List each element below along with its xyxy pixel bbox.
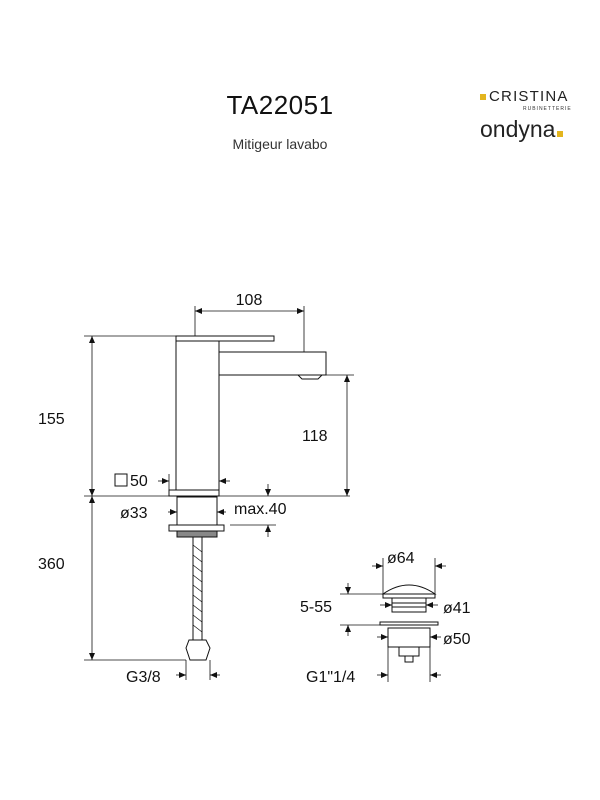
drain-drawing	[379, 584, 439, 663]
brand-logo: CRISTINA RUBINETTERIE ondyna	[480, 88, 590, 143]
dim-shank-diameter: ø33	[120, 505, 148, 522]
dim-total-height: 155	[38, 411, 65, 428]
dim-max-thickness: max.40	[234, 501, 287, 518]
faucet-aerator	[297, 374, 323, 380]
faucet-base	[168, 489, 220, 497]
drain-cap	[381, 584, 437, 595]
brand-name-top: CRISTINA	[489, 88, 569, 105]
brand-name-sub: RUBINETTERIE	[523, 106, 572, 112]
dim-spout-reach: 108	[236, 292, 263, 309]
product-name: Mitigeur lavabo	[232, 136, 328, 152]
square-symbol-icon	[114, 473, 128, 487]
dim-spout-height: 118	[302, 428, 328, 445]
brand-dot-icon	[557, 131, 564, 137]
dim-adjust-range: 5-55	[300, 599, 332, 616]
faucet-body	[175, 341, 220, 491]
faucet-lever	[175, 335, 275, 342]
brand-top-line: CRISTINA	[480, 88, 590, 105]
product-code: TA22051	[226, 90, 334, 120]
brand-square-icon	[480, 93, 486, 100]
dim-cap-diameter: ø64	[387, 550, 415, 567]
faucet-shank	[176, 496, 218, 526]
brand-main-line: ondyna	[480, 116, 590, 143]
dim-flange-diameter: ø50	[443, 631, 471, 648]
faucet-fixing-nut	[168, 524, 225, 532]
drain-thread-body	[387, 627, 431, 648]
dim-base-size: 50	[130, 473, 148, 490]
flexible-hose	[192, 537, 203, 640]
drain-body	[391, 597, 427, 613]
dim-hose-thread: G3/8	[126, 669, 161, 686]
dim-drain-thread: G1"1/4	[306, 669, 355, 686]
faucet-spout	[218, 351, 327, 376]
dim-hose-length: 360	[38, 556, 65, 573]
drain-flange	[379, 621, 439, 626]
brand-name-main: ondyna	[480, 116, 556, 142]
faucet-drawing	[168, 335, 327, 661]
hose-fitting	[185, 639, 211, 661]
dim-body-diameter: ø41	[443, 600, 471, 617]
